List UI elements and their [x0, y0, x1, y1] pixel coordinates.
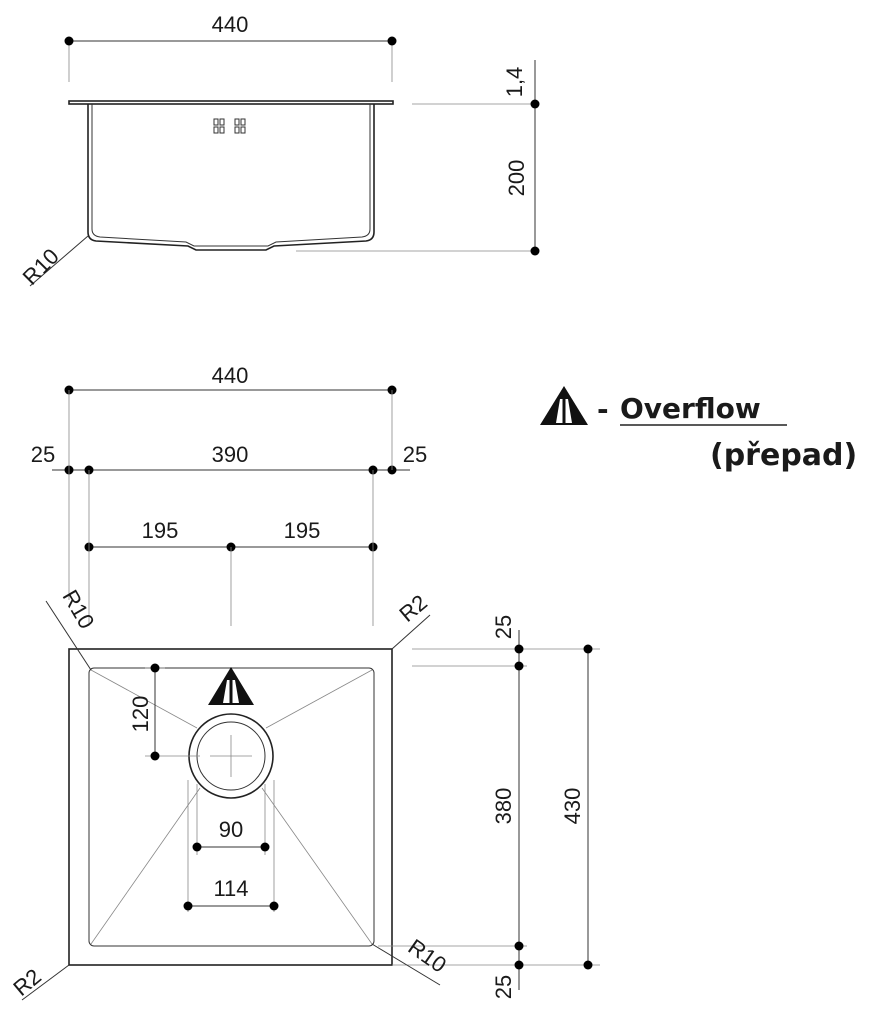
drain-inner-label: 90: [219, 817, 243, 842]
side-depth-label: 200: [504, 160, 529, 197]
legend-dash: -: [597, 393, 609, 426]
radius-inner-br-label: R10: [404, 934, 451, 978]
legend: - Overflow (přepad): [540, 386, 857, 473]
top-half-left-label: 195: [142, 518, 179, 543]
top-half-right-label: 195: [284, 518, 321, 543]
top-left-margin-label: 25: [31, 442, 55, 467]
overall-depth-label: 430: [560, 788, 585, 825]
top-overall-width-label: 440: [212, 363, 249, 388]
overflow-warning-icon: [208, 667, 254, 705]
side-view: 440 1,4 200 R10: [18, 12, 540, 290]
drain-offset-label: 120: [128, 696, 153, 733]
legend-term: Overflow: [620, 392, 761, 425]
top-right-margin-label: 25: [403, 442, 427, 467]
radius-outer-tr-label: R2: [394, 590, 432, 627]
bottom-margin-label: 25: [491, 975, 516, 999]
top-view: 440 25 390 25 195 195: [8, 363, 600, 1001]
top-inner-width-label: 390: [212, 442, 249, 467]
drain-outer-label: 114: [213, 876, 248, 901]
legend-warning-icon: [540, 386, 588, 425]
drain: [188, 713, 274, 799]
top-margin-label: 25: [491, 615, 516, 639]
radius-outer-bl-label: R2: [8, 964, 46, 1001]
side-radius-label: R10: [18, 244, 64, 290]
inner-depth-label: 380: [491, 788, 516, 825]
side-width-label: 440: [212, 12, 249, 37]
legend-translation: (přepad): [710, 438, 857, 473]
side-thickness-label: 1,4: [502, 67, 527, 98]
overflow-slots: [213, 118, 246, 134]
radius-inner-tl-label: R10: [58, 586, 100, 633]
